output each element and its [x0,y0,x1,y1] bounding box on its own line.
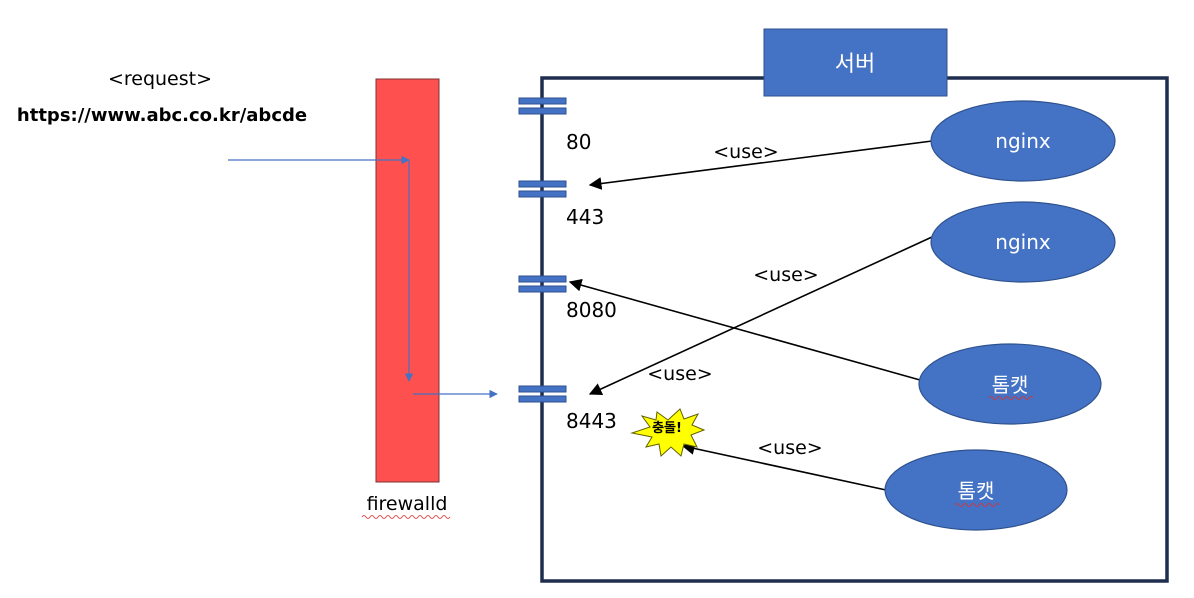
request-url: https://www.abc.co.kr/abcde [17,105,307,126]
firewall-bar [375,78,440,483]
node-nginx-2-label: nginx [995,230,1051,254]
firewall-spellcheck-underline [361,515,451,519]
node-tomcat-2-label: 톰캣 [958,479,995,503]
port-label-8443: 8443 [566,409,617,433]
edge-label-use-3: <use> [647,363,712,385]
node-nginx-2 [930,201,1116,283]
port-socket-443 [518,180,567,198]
node-tomcat-1-label: 톰캣 [992,373,1029,397]
edge-label-use-4: <use> [757,437,822,459]
firewall-label: firewalld [367,493,448,515]
port-socket-80 [518,97,567,115]
server-title: 서버 [835,52,875,77]
port-label-443: 443 [566,205,604,229]
node-nginx-1 [930,100,1116,182]
node-tomcat-1 [918,343,1102,425]
node-nginx-1-label: nginx [995,129,1051,153]
port-label-80: 80 [566,130,591,154]
conflict-label: 충돌! [652,420,682,436]
request-label: <request> [108,68,212,90]
tomcat-1-spellcheck-underline [988,396,1034,400]
port-socket-8080 [518,275,567,293]
port-label-8080: 8080 [566,298,617,322]
conflict-burst-icon [630,408,706,457]
arrow-nginx1-to-443 [588,140,933,190]
arrow-tomcat1-to-8080 [568,278,921,381]
tomcat-2-spellcheck-underline [954,503,1000,507]
arrow-tomcat2-to-conflict [681,442,887,491]
port-socket-8443 [518,385,567,403]
edge-label-use-1: <use> [713,141,778,163]
node-tomcat-2 [884,449,1068,531]
server-title-box [763,28,948,97]
arrow-nginx2-to-8443 [588,236,933,396]
edge-label-use-2: <use> [753,264,818,286]
